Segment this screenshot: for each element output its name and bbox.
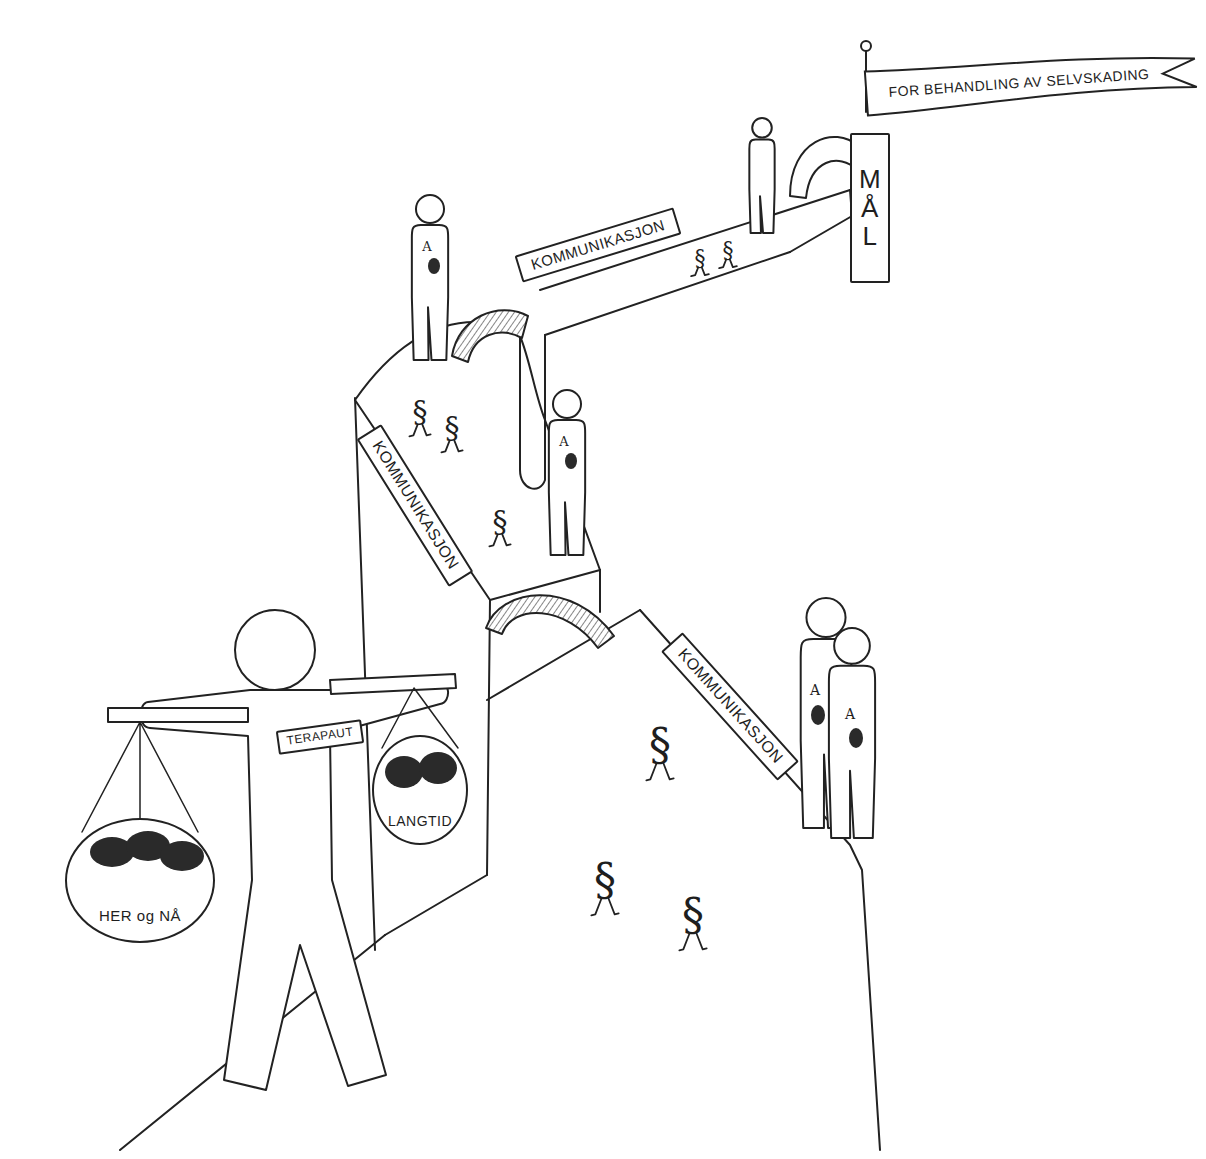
banner: KOMMUNIKASJON	[661, 632, 799, 781]
node-text: KOMMUNIKASJON	[529, 216, 667, 273]
dark-mark	[419, 752, 457, 784]
person-figure-head	[752, 118, 772, 138]
walker-symbol: §	[649, 723, 671, 767]
ramp-edge	[355, 400, 490, 600]
basket: LANGTID	[372, 735, 468, 845]
road-edge	[487, 610, 640, 700]
path-side	[520, 335, 545, 489]
basket-string	[82, 722, 198, 832]
flag-shape	[865, 48, 1197, 115]
goal-flag: FOR BEHANDLING AV SELVSKADING	[865, 48, 1197, 117]
carry-pole	[108, 708, 248, 722]
ramp-wall	[355, 398, 375, 950]
bridge	[452, 310, 528, 362]
ramp-edge	[599, 570, 601, 612]
walker-symbol: §	[413, 397, 428, 427]
therapist-figure	[141, 680, 448, 1090]
person-figure-head	[553, 390, 581, 418]
dark-mark	[849, 728, 863, 748]
ramp-edge	[520, 336, 600, 570]
person-figure-head	[416, 195, 444, 223]
dark-mark	[385, 756, 423, 788]
person-figure	[412, 225, 448, 360]
person-figure-head	[806, 598, 845, 637]
dark-mark	[160, 841, 204, 871]
node-text: HER og NÅ	[99, 907, 181, 924]
person-figure	[549, 420, 585, 555]
road-edge	[640, 610, 880, 1150]
basket-string	[382, 688, 458, 748]
walker-symbol: §	[682, 893, 704, 937]
figure-letter: A	[422, 240, 431, 253]
path-edge	[790, 190, 852, 252]
node-text: KOMMUNIKASJON	[368, 437, 462, 572]
goal-post: MÅL	[850, 133, 890, 283]
dark-mark	[428, 258, 440, 274]
bridge	[486, 595, 614, 648]
walker-symbol: §	[493, 507, 508, 537]
person-figure	[829, 666, 875, 838]
dark-mark	[811, 705, 825, 725]
figure-letter: A	[845, 707, 855, 721]
person-figure-head	[834, 628, 870, 664]
basket: HER og NÅ	[65, 818, 215, 943]
figure-letter: A	[559, 435, 568, 448]
dark-mark	[565, 453, 577, 469]
banner: KOMMUNIKASJON	[357, 424, 474, 587]
person-figure	[749, 140, 774, 233]
figure-letter: A	[810, 683, 820, 697]
node-text: TERAPAUT	[286, 725, 354, 748]
node-text: MÅL	[857, 165, 883, 251]
carry-pole	[330, 674, 456, 694]
ramp-wall	[487, 600, 490, 875]
walker-symbol: §	[445, 413, 460, 443]
walker-symbol: §	[594, 858, 616, 902]
pole-knob	[861, 41, 871, 51]
node-text: LANGTID	[388, 813, 452, 829]
walker-symbol: §	[695, 247, 706, 269]
walker-symbol: §	[723, 239, 734, 261]
road-edge	[385, 875, 487, 935]
node-text: KOMMUNIKASJON	[674, 645, 787, 767]
therapist-head	[235, 610, 315, 690]
goal-arch	[790, 137, 858, 198]
